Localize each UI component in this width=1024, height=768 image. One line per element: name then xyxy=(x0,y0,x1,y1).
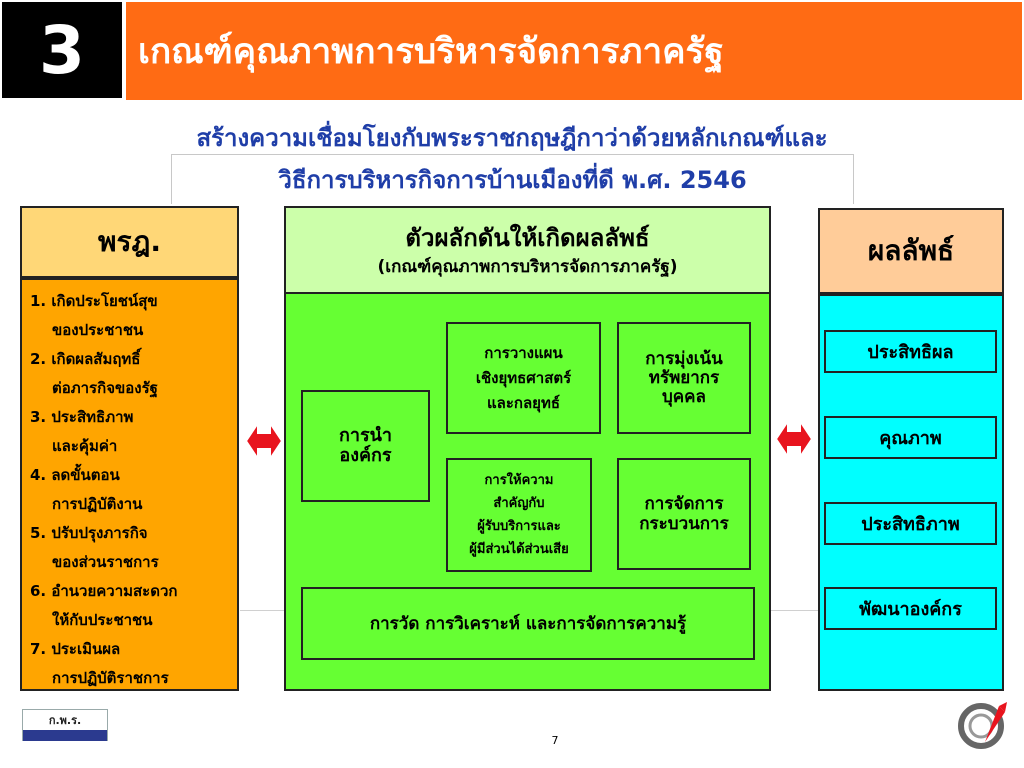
result-item: ประสิทธิภาพ xyxy=(824,502,997,545)
left-header: พรฎ. xyxy=(20,206,239,278)
list-item-line: ของส่วนราชการ xyxy=(52,553,159,571)
box-label: การวางแผน xyxy=(484,343,563,362)
opdc-logo: ก.พ.ร. xyxy=(22,709,108,741)
opdc-logo-text: ก.พ.ร. xyxy=(48,714,82,727)
leadership-box: การนำ องค์กร xyxy=(301,390,430,502)
double-arrow-left-icon xyxy=(246,421,282,461)
list-item-line: 1. เกิดประโยชน์สุข xyxy=(30,292,158,310)
center-header-title: ตัวผลักดันให้เกิดผลลัพธ์ xyxy=(405,224,650,252)
list-item: 6. อำนวยความสะดวกให้กับประชาชน xyxy=(30,577,237,635)
list-item-line: 5. ปรับปรุงภารกิจ xyxy=(30,524,148,542)
page-number: 7 xyxy=(551,734,559,747)
list-item-line: 7. ประเมินผล xyxy=(30,640,121,658)
list-item-line: การปฏิบัติงาน xyxy=(52,495,143,513)
box-label: กระบวนการ xyxy=(639,514,729,534)
list-item: 7. ประเมินผลการปฏิบัติราชการ xyxy=(30,635,237,693)
box-label: การวัด การวิเคราะห์ และการจัดการความรู้ xyxy=(369,614,687,634)
result-item: พัฒนาองค์กร xyxy=(824,587,997,630)
slide-number: 3 xyxy=(39,11,85,89)
box-label: เชิงยุทธศาสตร์ xyxy=(475,368,572,387)
title-bar: เกณฑ์คุณภาพการบริหารจัดการภาครัฐ xyxy=(126,2,1022,100)
list-item-line: ให้กับประชาชน xyxy=(52,611,153,629)
list-item-line: 6. อำนวยความสะดวก xyxy=(30,582,178,600)
list-item-line: และคุ้มค่า xyxy=(52,437,118,455)
list-item-line: 2. เกิดผลสัมฤทธิ์ xyxy=(30,350,141,368)
center-header-subtitle: (เกณฑ์คุณภาพการบริหารจัดการภาครัฐ) xyxy=(377,257,678,277)
slide-title: เกณฑ์คุณภาพการบริหารจัดการภาครัฐ xyxy=(138,31,724,72)
box-label: การนำ xyxy=(338,425,393,446)
strategic-planning-box: การวางแผน เชิงยุทธศาสตร์ และกลยุทธ์ xyxy=(446,322,601,434)
list-item-line: การปฏิบัติราชการ xyxy=(52,669,169,687)
subtitle-line2-box: วิธีการบริหารกิจการบ้านเมืองที่ดี พ.ศ. 2… xyxy=(171,154,854,204)
box-label: บุคคล xyxy=(662,386,706,407)
box-label: การมุ่งเน้น xyxy=(645,348,723,369)
list-item: 3. ประสิทธิภาพและคุ้มค่า xyxy=(30,403,237,461)
box-label: ทรัพยากร xyxy=(648,367,720,388)
list-item: 1. เกิดประโยชน์สุขของประชาชน xyxy=(30,287,237,345)
box-label: และกลยุทธ์ xyxy=(486,393,561,412)
list-item-line: ของประชาชน xyxy=(52,321,144,339)
box-label: ผู้มีส่วนได้ส่วนเสีย xyxy=(469,542,569,557)
process-management-box: การจัดการ กระบวนการ xyxy=(617,458,751,570)
box-label: องค์กร xyxy=(339,445,392,466)
subtitle-line1: สร้างความเชื่อมโยงกับพระราชกฤษฎีกาว่าด้ว… xyxy=(196,124,828,152)
list-item-line: 4. ลดขั้นตอน xyxy=(30,466,120,484)
list-item-line: 3. ประสิทธิภาพ xyxy=(30,408,134,426)
subtitle-line2: วิธีการบริหารกิจการบ้านเมืองที่ดี พ.ศ. 2… xyxy=(278,166,747,194)
list-item-line: ต่อภารกิจของรัฐ xyxy=(52,379,158,397)
box-label: สำคัญกับ xyxy=(493,496,545,511)
list-item: 4. ลดขั้นตอนการปฏิบัติงาน xyxy=(30,461,237,519)
result-item: ประสิทธิผล xyxy=(824,330,997,373)
logo-bar xyxy=(23,730,107,741)
list-item: 2. เกิดผลสัมฤทธิ์ต่อภารกิจของรัฐ xyxy=(30,345,237,403)
box-label: การจัดการ xyxy=(644,494,724,514)
hr-focus-box: การมุ่งเน้น ทรัพยากร บุคคล xyxy=(617,322,751,434)
center-header: ตัวผลักดันให้เกิดผลลัพธ์ (เกณฑ์คุณภาพการ… xyxy=(284,206,771,294)
customer-focus-box: การให้ความ สำคัญกับ ผู้รับบริการและ ผู้ม… xyxy=(446,458,592,572)
right-header: ผลลัพธ์ xyxy=(818,208,1004,294)
left-list: 1. เกิดประโยชน์สุขของประชาชน 2. เกิดผลสั… xyxy=(20,278,239,691)
emblem-logo-icon xyxy=(958,702,1007,749)
box-label: ผู้รับบริการและ xyxy=(477,519,561,534)
box-label: การให้ความ xyxy=(484,473,554,488)
slide-number-box: 3 xyxy=(0,0,124,100)
double-arrow-right-icon xyxy=(776,419,812,459)
list-item: 5. ปรับปรุงภารกิจของส่วนราชการ xyxy=(30,519,237,577)
result-item: คุณภาพ xyxy=(824,416,997,459)
measurement-box: การวัด การวิเคราะห์ และการจัดการความรู้ xyxy=(301,587,755,660)
